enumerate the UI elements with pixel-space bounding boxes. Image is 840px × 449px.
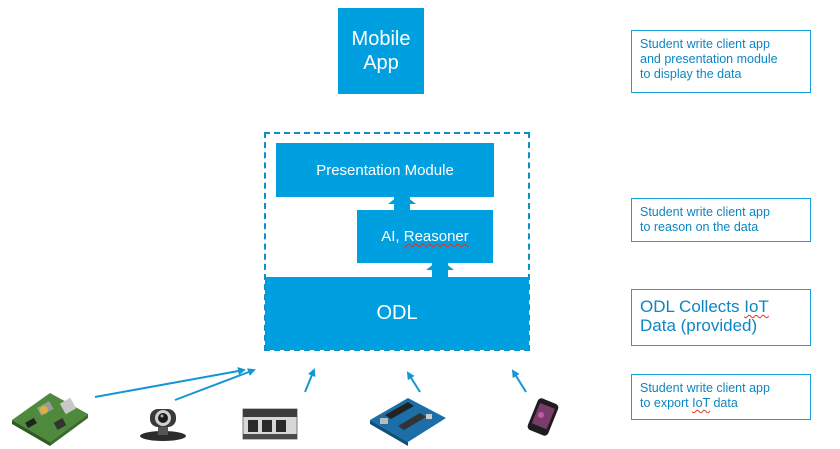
ai-reasoner-label: AI, Reasoner xyxy=(381,228,469,245)
note-odl: ODL Collects IoT Data (provided) xyxy=(631,289,811,346)
note-presentation: Student write client app and presentatio… xyxy=(631,30,811,93)
odl-box: ODL xyxy=(265,277,529,350)
webcam-icon xyxy=(140,409,186,441)
mobile-app-line2: App xyxy=(363,52,399,74)
up-arrow-presentation-icon xyxy=(388,193,416,210)
arrow-arduino xyxy=(406,371,421,393)
arrow-webcam xyxy=(174,368,256,401)
mobile-app-box: Mobile App xyxy=(338,8,424,94)
odl-stack-frame xyxy=(264,132,530,351)
presentation-module-label: Presentation Module xyxy=(316,161,454,179)
up-arrow-reasoner-icon xyxy=(426,259,454,277)
note-reasoner: Student write client app to reason on th… xyxy=(631,198,811,242)
ai-reasoner-box: AI, Reasoner xyxy=(357,210,493,263)
raspberry-pi-icon xyxy=(12,393,88,446)
arduino-board-icon xyxy=(370,398,446,446)
iot-gateway-icon xyxy=(242,408,298,440)
presentation-module-box: Presentation Module xyxy=(276,143,494,197)
mobile-app-line1: Mobile xyxy=(351,28,411,50)
odl-label: ODL xyxy=(376,302,418,324)
smartphone-icon xyxy=(527,398,559,436)
arrow-phone xyxy=(511,369,527,393)
note-export: Student write client app to export IoT d… xyxy=(631,374,811,420)
arrow-pi xyxy=(94,367,246,398)
arrow-gateway xyxy=(304,368,316,393)
